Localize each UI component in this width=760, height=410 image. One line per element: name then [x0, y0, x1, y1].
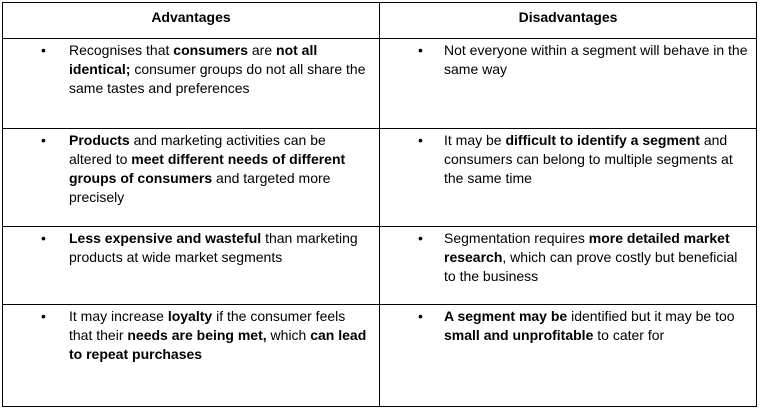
- disadvantage-text: A segment may be identified but it may b…: [444, 308, 735, 343]
- bold-text-run: needs are being met,: [127, 327, 267, 343]
- advantages-header: Advantages: [2, 2, 380, 39]
- bullet-icon: •: [41, 132, 46, 148]
- advantage-cell: • Recognises that consumers are not all i…: [2, 38, 380, 129]
- text-run: consumer groups do not all share the sam…: [69, 61, 366, 96]
- bold-text-run: small and unprofitable: [444, 327, 594, 343]
- text-run: are: [248, 42, 277, 58]
- advantage-cell: • It may increase loyalty if the consumer…: [2, 304, 380, 407]
- disadvantage-text: Not everyone within a segment will behav…: [444, 42, 748, 77]
- disadvantage-cell: • A segment may be identified but it may …: [379, 304, 757, 407]
- text-run: It may increase: [69, 308, 168, 324]
- text-run: and targeted more precisely: [69, 170, 331, 205]
- text-run: Recognises that: [69, 42, 174, 58]
- bullet-icon: •: [41, 308, 46, 324]
- advantage-text: Products and marketing activities can be…: [69, 132, 345, 205]
- disadvantages-header: Disadvantages: [379, 2, 757, 39]
- table-row: • Recognises that consumers are not all i…: [2, 38, 757, 129]
- bullet-icon: •: [418, 42, 423, 58]
- text-run: Segmentation requires: [444, 230, 589, 246]
- advantage-cell: • Products and marketing activities can b…: [2, 128, 380, 227]
- text-run: which: [266, 327, 311, 343]
- text-run: Not everyone within a segment will behav…: [444, 42, 748, 77]
- bold-text-run: can lead to repeat purchases: [69, 327, 367, 362]
- table-row: • Less expensive and wasteful than market…: [2, 226, 757, 305]
- disadvantage-cell: • It may be difficult to identify a segme…: [379, 128, 757, 227]
- table-row: • Products and marketing activities can b…: [2, 128, 757, 227]
- text-run: and marketing activities can be altered …: [69, 132, 326, 167]
- table-row: • It may increase loyalty if the consumer…: [2, 304, 757, 407]
- bold-text-run: difficult to identify a segment: [505, 132, 700, 148]
- advantage-text: It may increase loyalty if the consumer …: [69, 308, 366, 362]
- text-run: It may be: [444, 132, 506, 148]
- disadvantage-text: It may be difficult to identify a segmen…: [444, 132, 733, 186]
- text-run: identified but it may be too: [567, 308, 735, 324]
- bullet-icon: •: [41, 230, 46, 246]
- bullet-icon: •: [418, 230, 423, 246]
- bold-text-run: meet different needs of different groups…: [69, 151, 346, 186]
- advantage-text: Recognises that consumers are not all id…: [69, 42, 366, 96]
- bold-text-run: A segment may be: [444, 308, 568, 324]
- bold-text-run: Less expensive and wasteful: [69, 230, 262, 246]
- bold-text-run: consumers: [173, 42, 248, 58]
- bold-text-run: Products: [69, 132, 130, 148]
- text-run: to cater for: [593, 327, 665, 343]
- bold-text-run: more detailed market research: [444, 230, 730, 265]
- text-run: , which can prove costly but beneficial …: [444, 249, 738, 284]
- disadvantage-cell: • Not everyone within a segment will beha…: [379, 38, 757, 129]
- text-run: than marketing products at wide market s…: [69, 230, 358, 265]
- bullet-icon: •: [41, 42, 46, 58]
- bold-text-run: not all identical;: [69, 42, 318, 77]
- advantage-text: Less expensive and wasteful than marketi…: [69, 230, 358, 265]
- bullet-icon: •: [418, 308, 423, 324]
- advantage-cell: • Less expensive and wasteful than market…: [2, 226, 380, 305]
- header-row: Advantages Disadvantages: [2, 2, 757, 39]
- text-run: if the consumer feels that their: [69, 308, 346, 343]
- disadvantage-cell: • Segmentation requires more detailed mar…: [379, 226, 757, 305]
- bold-text-run: loyalty: [167, 308, 213, 324]
- bullet-icon: •: [418, 132, 423, 148]
- text-run: and consumers can belong to multiple seg…: [444, 132, 733, 186]
- disadvantage-text: Segmentation requires more detailed mark…: [444, 230, 737, 284]
